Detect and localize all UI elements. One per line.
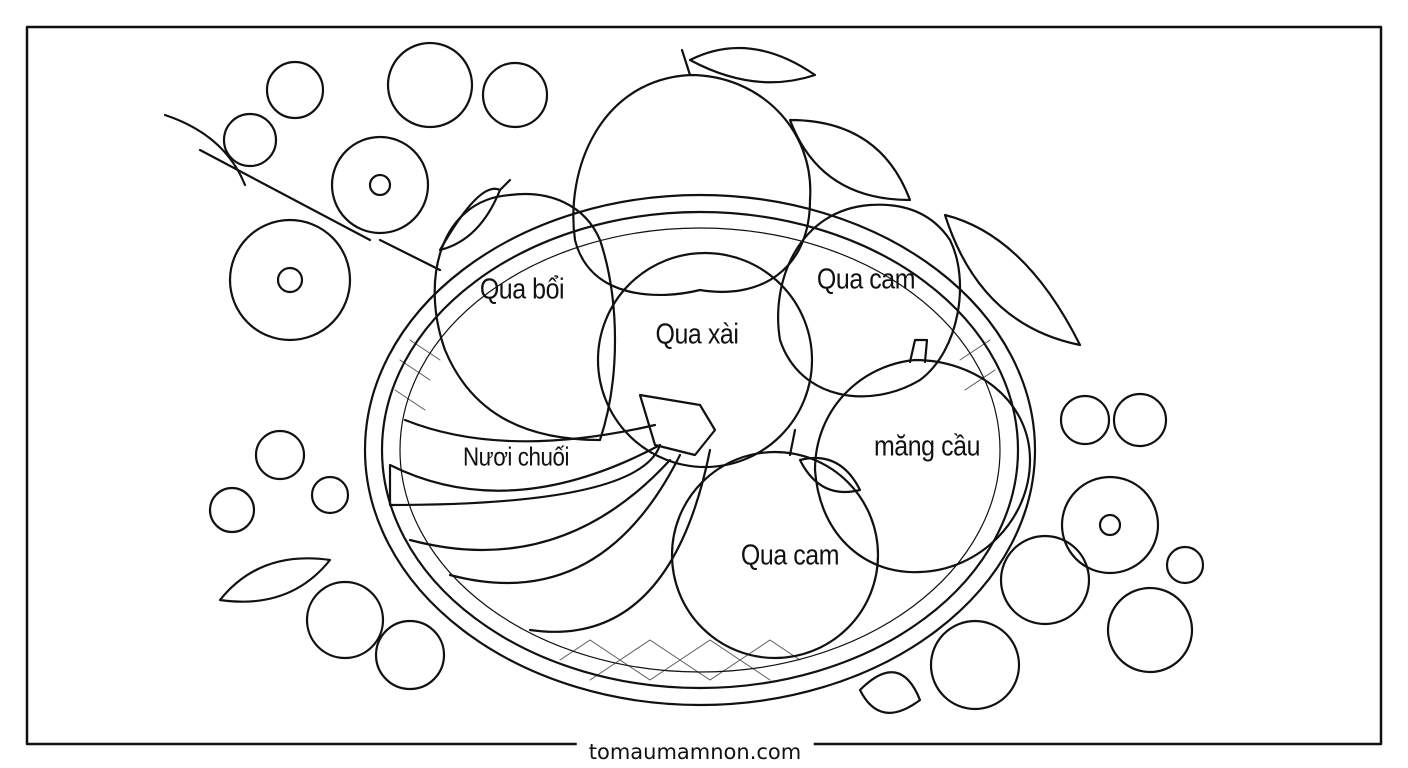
label-nuoi-chuoi: Nươi chuối: [462, 441, 570, 472]
orange-top: [777, 118, 1082, 398]
pomelo: [572, 46, 817, 297]
flowers-left: [163, 41, 549, 691]
flowers-right: [858, 392, 1205, 714]
label-qua-xai: Qua xài: [655, 318, 739, 351]
label-mang-cau: măng cầu: [873, 430, 981, 463]
bananas: [388, 393, 717, 633]
label-qua-cam-top: Qua cam: [816, 263, 916, 296]
orange-bottom: [670, 428, 880, 660]
page-border: [25, 25, 1383, 746]
custard-apple: [813, 338, 1032, 574]
basket: [363, 193, 1037, 707]
mango: [433, 178, 617, 442]
tangerine: [596, 251, 814, 469]
label-qua-boi: Qua bổi: [479, 273, 565, 306]
label-qua-cam-bottom: Qua cam: [740, 539, 840, 572]
footer-site-name: tomaumamnon.com: [576, 740, 814, 764]
